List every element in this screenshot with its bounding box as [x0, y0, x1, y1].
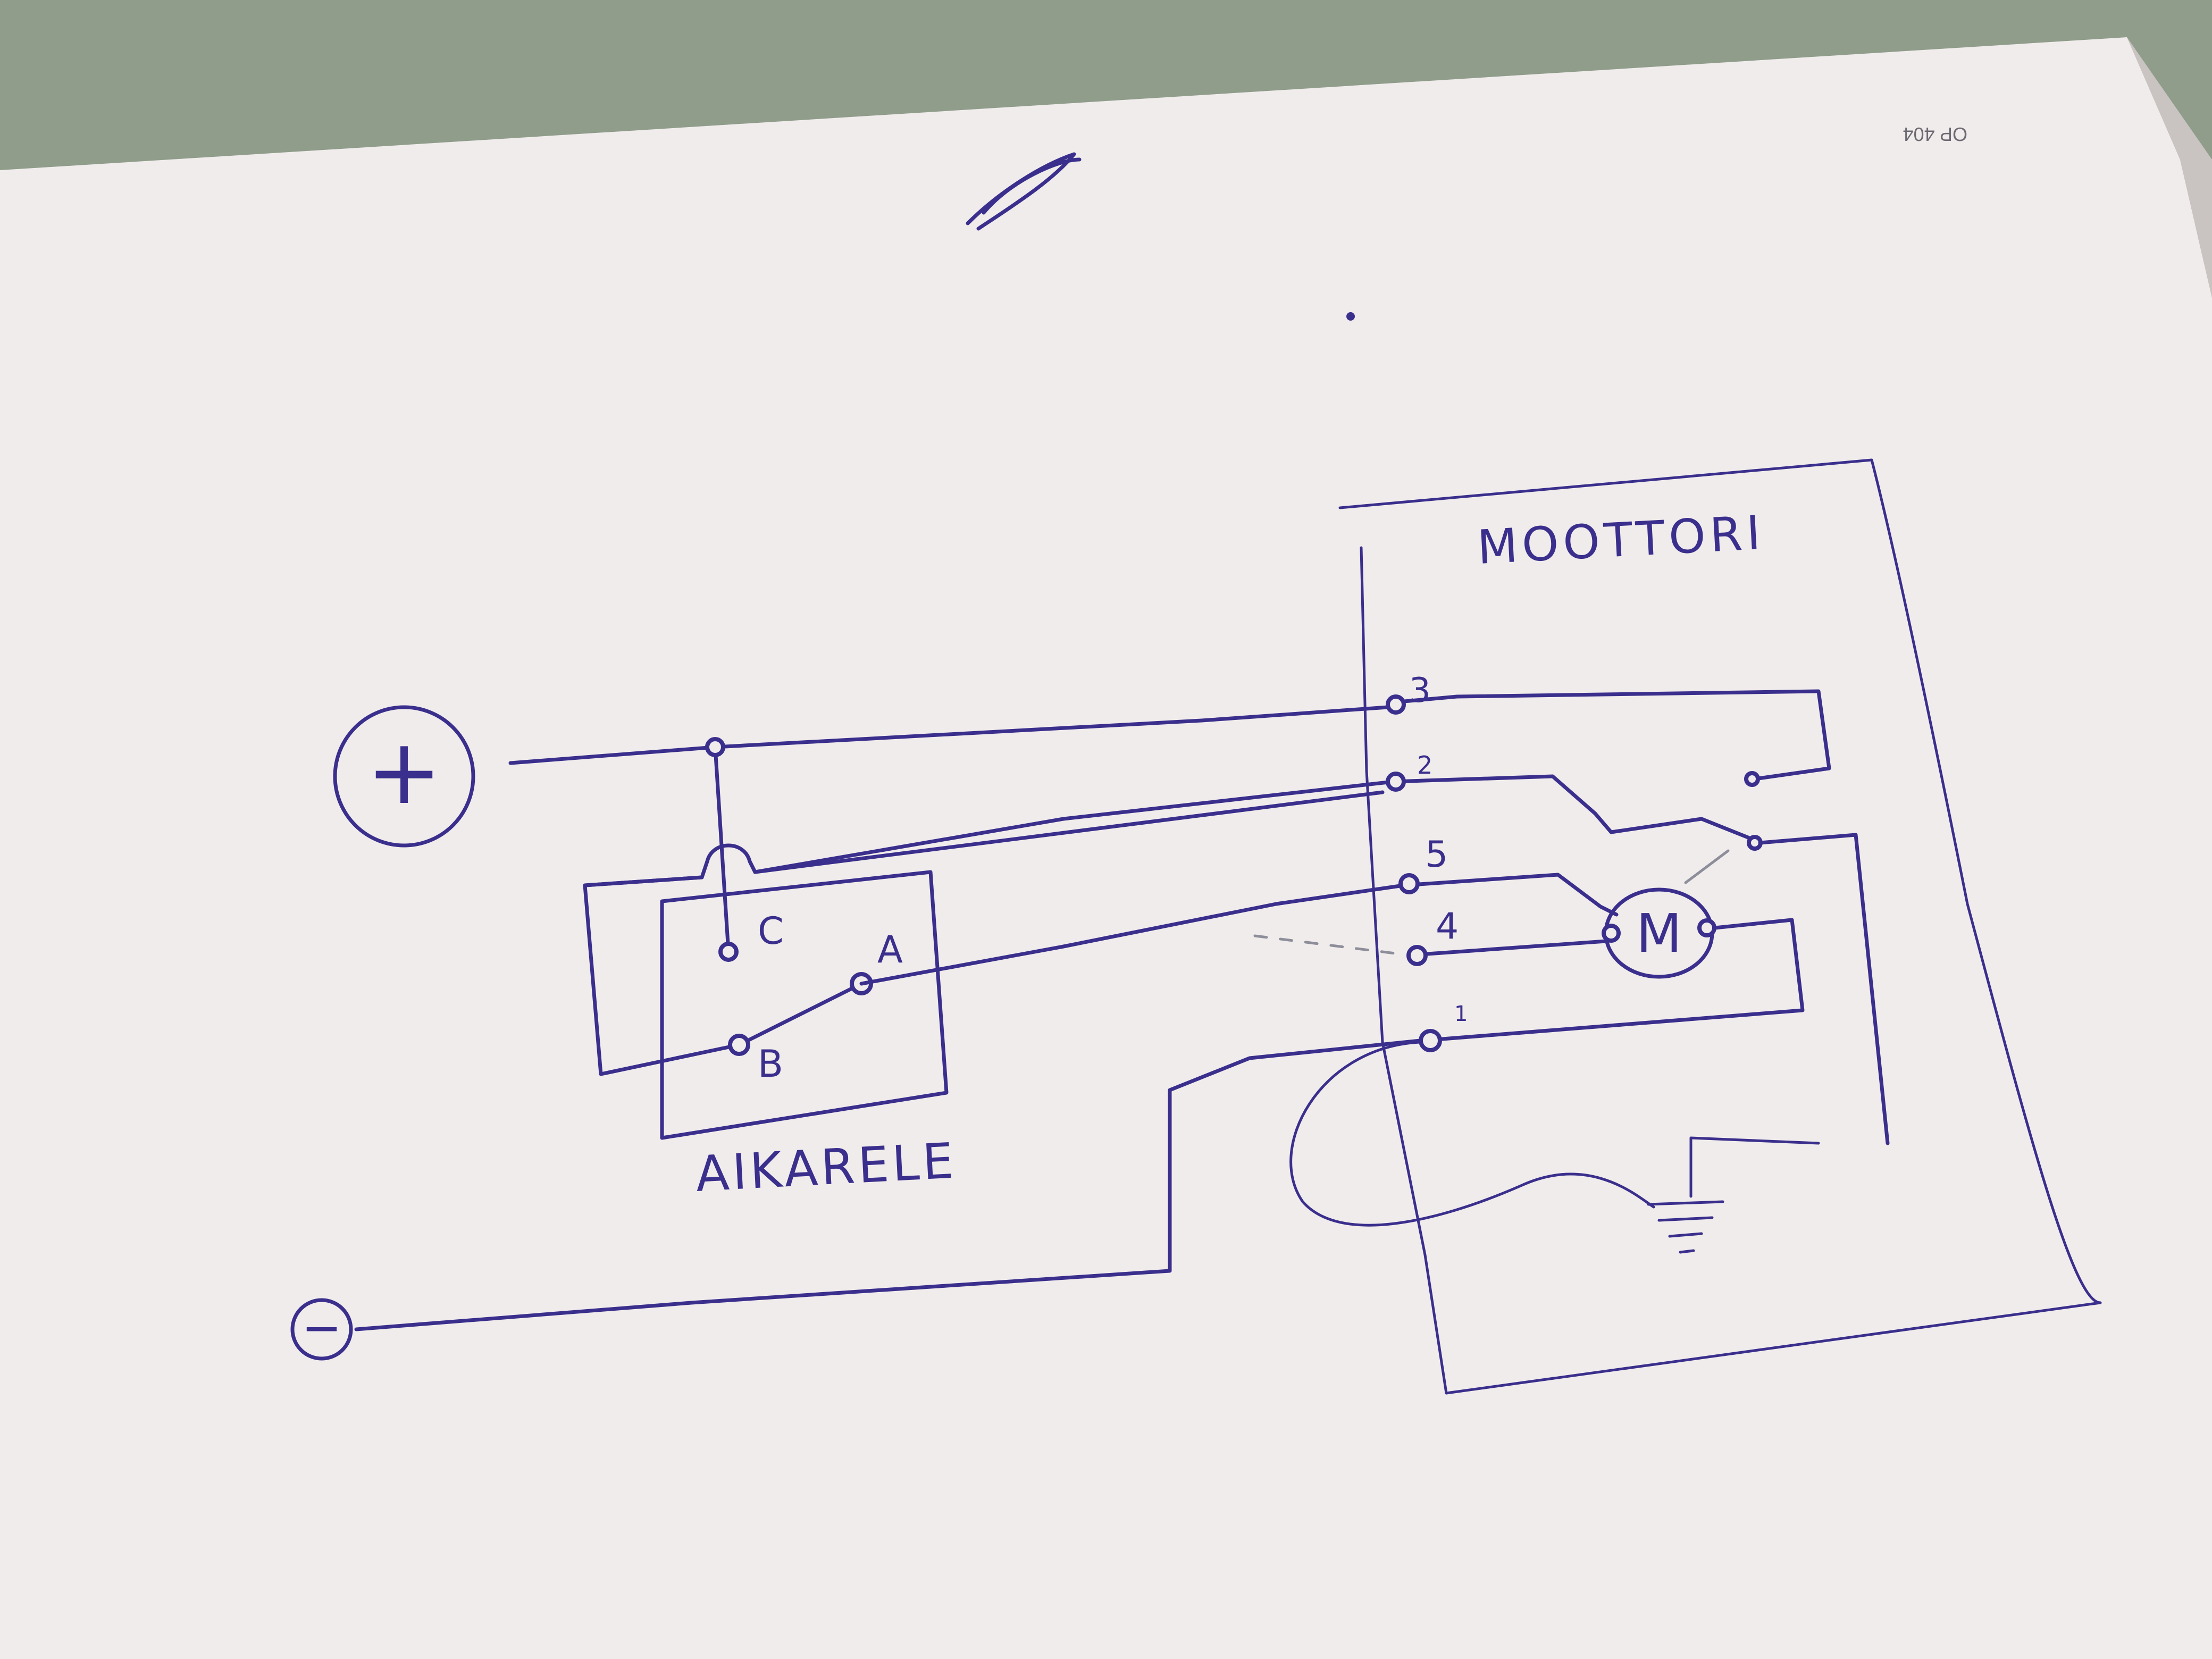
motor-terminal-5: [1398, 873, 1420, 894]
corner-stamp: OP 404: [1903, 123, 1967, 145]
negative-terminal-symbol: −: [290, 1298, 353, 1361]
wire-motor-right-loop: [1434, 918, 1805, 1042]
relay-terminal-c: [718, 942, 739, 962]
motor-terminal-5-label: 5: [1425, 834, 1448, 876]
wire-terminal-4-to-motor: [1418, 939, 1608, 957]
wire-positive-to-terminal-3: [508, 705, 1390, 765]
wire-terminal-2-switch: [1391, 774, 1757, 842]
relay-terminal-b-label: B: [758, 1042, 783, 1086]
wire-terminal-1-ground-loop: [1289, 1041, 1655, 1227]
relay-terminal-b: [728, 1034, 750, 1056]
paper-shadow: [2127, 37, 2212, 298]
wire-relay-to-terminal-2: [753, 780, 1395, 874]
motor-switch-contact-upper: [1744, 771, 1760, 787]
negative-sign: −: [301, 1300, 341, 1356]
motor-terminal-4: [1406, 945, 1428, 966]
motor-terminal-1-label: 1: [1454, 1002, 1468, 1026]
ground-icon: [1647, 1136, 1820, 1254]
motor-terminal-4-label: 4: [1436, 906, 1459, 948]
supply-junction: [705, 737, 725, 757]
relay-c-riser: [713, 745, 731, 954]
motor-terminal-2-label: 2: [1417, 751, 1432, 780]
relay-terminal-c-label: C: [758, 909, 784, 953]
pencil-switch-link: [1684, 849, 1730, 884]
motor-terminal-3: [1386, 694, 1406, 715]
motor-housing: [1338, 458, 2102, 1395]
timer-relay-box: [583, 790, 1385, 1140]
positive-sign: +: [366, 719, 442, 825]
relay-terminal-a-label: A: [877, 928, 903, 971]
paper-sheet: [0, 37, 2212, 1659]
motor-terminal-2: [1386, 772, 1406, 792]
timer-relay-label: AIKARELE: [694, 1132, 958, 1203]
pencil-dashed-link: [1253, 934, 1405, 956]
motor-terminal-3-label: 3: [1409, 671, 1431, 710]
scribble-mark: [966, 152, 1355, 321]
motor-terminal-1: [1419, 1029, 1442, 1052]
relay-switch-arm: [737, 982, 864, 1047]
motor-symbol: M: [1602, 887, 1716, 979]
wire-negative-to-terminal-1: [354, 1037, 1432, 1331]
wire-terminal-3-loop: [1396, 689, 1831, 781]
positive-terminal-symbol: +: [333, 705, 475, 848]
wire-switch-to-frame: [1758, 833, 1890, 1145]
motor-symbol-letter: M: [1636, 902, 1682, 965]
